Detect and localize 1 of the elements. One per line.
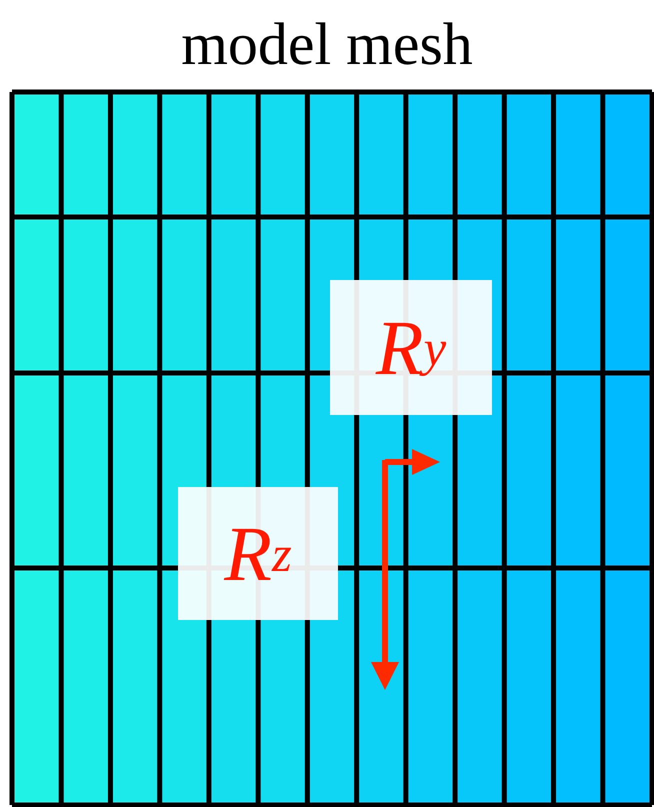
- title: model mesh: [180, 10, 474, 79]
